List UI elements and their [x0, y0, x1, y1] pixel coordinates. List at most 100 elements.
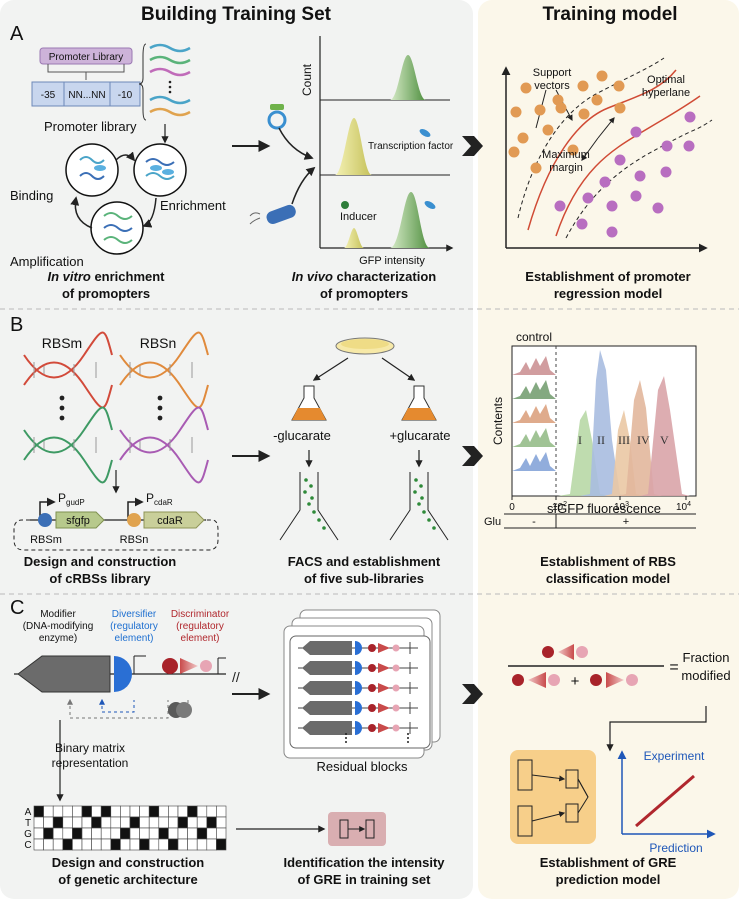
residual-blocks-label: Residual blocks — [316, 759, 408, 774]
binary-2: representation — [52, 756, 129, 770]
matrix-cell — [62, 805, 73, 818]
matrix-cell — [91, 827, 102, 840]
matrix-cell — [187, 827, 198, 840]
matrix-cell — [72, 827, 83, 840]
matrix-cell — [196, 816, 208, 829]
matrix-cell — [100, 827, 112, 840]
rbsn-label: RBSn — [120, 534, 149, 546]
residual-icon — [328, 812, 386, 846]
gfp-histograms — [249, 36, 454, 252]
rbs-histogram — [504, 345, 697, 529]
matrix-cell — [206, 816, 217, 829]
selex-cycle — [65, 143, 187, 255]
caption-b1-line2: of cRBSs library — [49, 571, 151, 586]
matrix-cell — [216, 838, 227, 851]
caption-c2-line1: Identification the intensity — [283, 855, 445, 870]
peak-label-4: IV — [637, 433, 650, 447]
matrix-cell — [148, 838, 160, 851]
discriminator-2: (regulatory — [176, 621, 224, 632]
matrix-cell — [177, 838, 188, 851]
promoter-library-box-label: Promoter Library — [49, 52, 123, 63]
fraction-2: modified — [681, 668, 730, 683]
ellipsis-dot — [345, 741, 347, 743]
rbsm-title: RBSm — [42, 335, 82, 351]
matrix-cell — [148, 827, 160, 840]
matrix-cell — [81, 838, 92, 851]
equals-sign: = — [669, 659, 678, 676]
caption-c2-line2: of GRE in training set — [298, 872, 432, 887]
matrix-cell — [72, 838, 83, 851]
matrix-cell — [139, 805, 150, 818]
dna-helices — [23, 331, 209, 484]
matrix-cell — [120, 816, 131, 829]
ellipsis-dot — [407, 741, 409, 743]
matrix-cell — [158, 805, 169, 818]
matrix-cell — [196, 805, 208, 818]
matrix-cell — [100, 805, 112, 818]
matrix-cell — [148, 816, 160, 829]
cycle-binding: Binding — [10, 188, 53, 203]
matrix-cell — [43, 827, 54, 840]
matrix-cell — [43, 816, 54, 829]
tick-2: 102 — [552, 501, 567, 513]
block-row — [298, 681, 418, 695]
matrix-cell — [62, 838, 73, 851]
axis-count: Count — [300, 63, 314, 96]
discriminator-3: element) — [181, 633, 220, 644]
diversifier-2: (regulatory — [110, 621, 158, 632]
caption-a3-line1: Establishment of promoter — [525, 269, 690, 284]
caption-b2-line2: of five sub-libraries — [304, 571, 424, 586]
matrix-cell — [43, 805, 54, 818]
matrix-cell — [168, 816, 179, 829]
matrix-cell — [110, 827, 121, 840]
svg-text://: // — [232, 669, 240, 685]
matrix-cell — [158, 838, 169, 851]
matrix-cell — [62, 827, 73, 840]
svm-plot — [501, 57, 713, 253]
matrix-cell — [129, 838, 140, 851]
caption-b2-line1: FACS and establishment — [288, 554, 441, 569]
caption-c1-line1: Design and construction — [52, 855, 204, 870]
matrix-cell — [129, 816, 140, 829]
ellipsis-dot — [407, 733, 409, 735]
matrix-cell — [52, 805, 64, 818]
ellipsis-dot — [345, 737, 347, 739]
caption-b3-line1: Establishment of RBS — [540, 554, 676, 569]
matrix-cell — [33, 816, 44, 829]
matrix-cell — [177, 827, 188, 840]
block-row — [298, 641, 418, 655]
p-cdar: PcdaR — [146, 491, 173, 507]
matrix-cell — [91, 816, 102, 829]
chevron-c — [462, 684, 483, 704]
header-left: Building Training Set — [141, 4, 332, 25]
matrix-cell — [33, 838, 44, 851]
glu-minus: - — [532, 516, 536, 528]
peak-label-2: II — [597, 433, 605, 447]
matrix-cell — [129, 805, 140, 818]
caption-c3-line1: Establishment of GRE — [540, 855, 677, 870]
plasmid-construct — [13, 497, 219, 551]
glu-label: Glu — [484, 516, 501, 528]
optimal-2: hyperlane — [642, 87, 690, 99]
promoter-library-label: Promoter library — [44, 119, 137, 134]
matrix-cell — [52, 816, 64, 829]
matrix-cell — [139, 838, 150, 851]
gene-sfgfp: sfgfp — [66, 515, 90, 527]
matrix-cell — [33, 805, 44, 818]
matrix-cell — [91, 838, 102, 851]
cycle-enrichment: Enrichment — [160, 198, 226, 213]
matrix-cell — [91, 805, 102, 818]
diversifier-3: element) — [115, 633, 154, 644]
glu-plus: + — [623, 516, 629, 528]
matrix-cell — [129, 827, 140, 840]
matrix-cell — [33, 827, 44, 840]
matrix-cell — [187, 838, 198, 851]
cycle-amplification: Amplification — [10, 254, 84, 269]
x-axis-label: sfGFP fluorescence — [547, 501, 661, 516]
matrix-cell — [158, 816, 169, 829]
matrix-cell — [72, 805, 83, 818]
control-label: control — [516, 330, 552, 344]
header-right: Training model — [542, 4, 677, 25]
matrix-cell — [187, 805, 198, 818]
